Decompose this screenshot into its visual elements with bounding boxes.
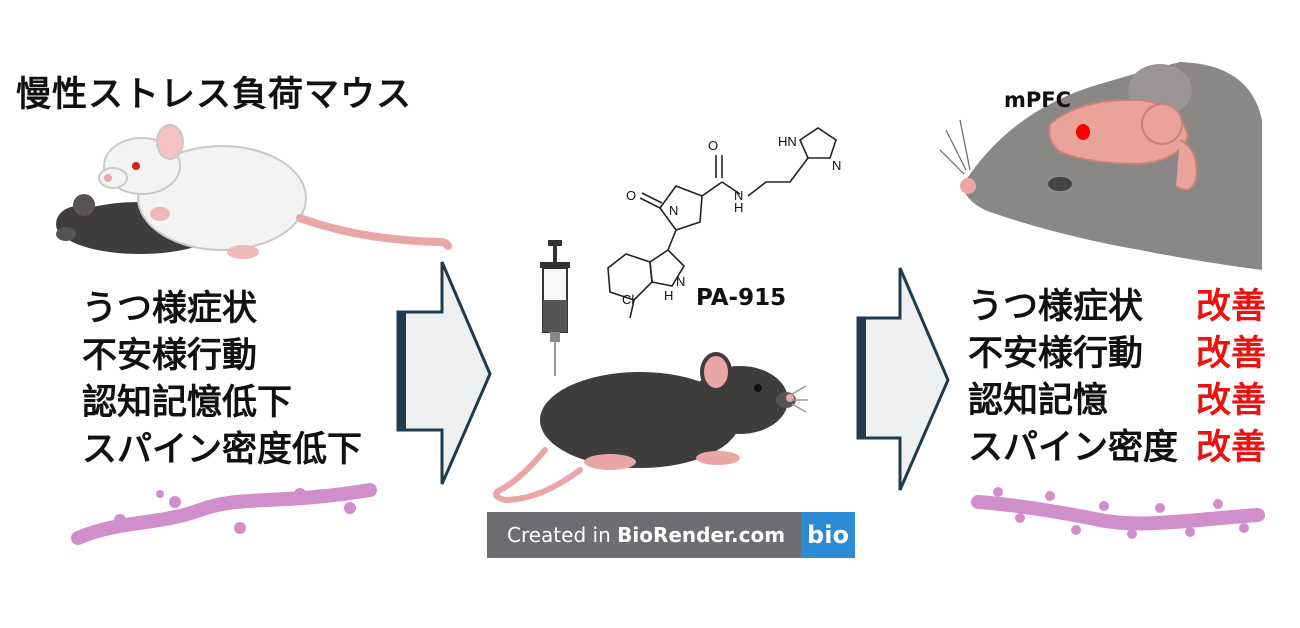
bio-logo-icon: bio [801, 512, 855, 558]
dendrite-restored-density [971, 487, 1265, 539]
mouse-head-with-brain [939, 62, 1262, 270]
stressed-mice-illustration [56, 124, 452, 259]
result-item: 改善 [1196, 334, 1267, 374]
atom-label-o-amide: O [708, 138, 718, 153]
page-title: 慢性ストレス負荷マウス [16, 75, 413, 115]
atom-label-n-amide: N [734, 188, 743, 203]
right-symptom-item: 不安様行動 [968, 334, 1144, 374]
atom-label-o-ketone: O [626, 188, 636, 203]
left-symptom-item: スパイン密度低下 [82, 430, 363, 470]
compound-label: PA-915 [696, 285, 787, 311]
left-symptom-item: 不安様行動 [82, 336, 258, 376]
left-symptom-list: うつ様症状 不安様行動 認知記憶低下 スパイン密度低下 [82, 286, 362, 474]
arrow-right-1 [396, 261, 492, 485]
left-symptom-item: 認知記憶低下 [82, 383, 293, 423]
brain-region-label: mPFC [1004, 88, 1072, 112]
atom-label-h-amide: H [734, 200, 743, 215]
syringe-icon [540, 240, 570, 376]
right-symptom-item: 認知記憶 [968, 381, 1109, 421]
atom-label-n-pyrrolidine: N [669, 203, 678, 218]
credit-brand: BioRender.com [617, 523, 786, 547]
credit-prefix: Created in [507, 523, 618, 547]
result-list: 改善 改善 改善 改善 [1196, 284, 1266, 472]
arrow-right-2 [856, 267, 950, 491]
left-symptom-item: うつ様症状 [82, 289, 258, 329]
treated-mouse-illustration [493, 352, 808, 504]
pa915-structure [607, 127, 837, 319]
mpfc-marker [1076, 124, 1090, 140]
result-item: 改善 [1196, 287, 1267, 327]
atom-label-n-indazole: N [676, 274, 685, 289]
atom-label-hn: HN [778, 134, 797, 149]
atom-label-h-indazole: H [664, 288, 673, 303]
right-symptom-list: うつ様症状 不安様行動 認知記憶 スパイン密度 [968, 284, 1178, 472]
atom-label-n-ring: N [832, 158, 841, 173]
result-item: 改善 [1196, 381, 1267, 421]
dendrite-low-density [71, 483, 377, 545]
atom-label-cl: Cl [622, 292, 634, 307]
biorender-credit[interactable]: Created in BioRender.com bio [487, 512, 855, 558]
result-item: 改善 [1196, 428, 1267, 468]
pa915-atom-labels: HN N O O N H N N H Cl [622, 134, 841, 307]
right-symptom-item: うつ様症状 [968, 287, 1144, 327]
right-symptom-item: スパイン密度 [968, 428, 1179, 468]
